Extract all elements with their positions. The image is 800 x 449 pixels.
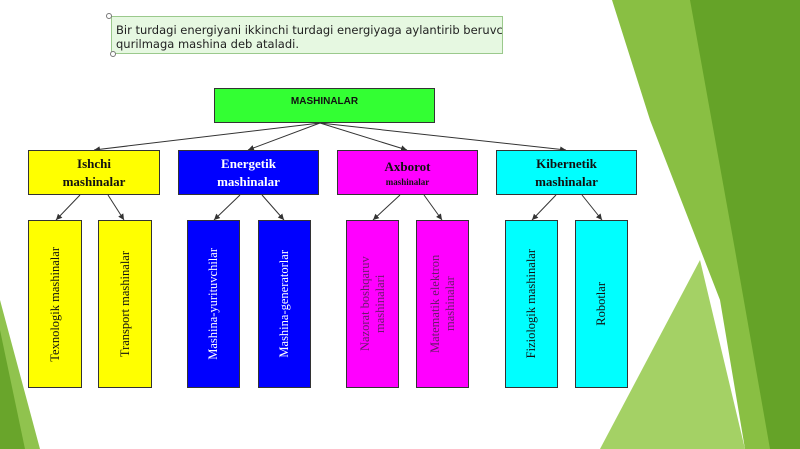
arrow-energetik-l3: [213, 194, 241, 221]
root-label: MASHINALAR: [290, 96, 359, 107]
resize-handle-top-left[interactable]: [106, 13, 112, 19]
arrow-ishchi-l1: [55, 194, 81, 221]
arrow-root-energetik: [247, 122, 321, 151]
arrow-kibernetik-l8: [581, 194, 603, 221]
category-kibernetik-subtitle: mashinalar: [535, 173, 598, 189]
arrow-root-kibernetik: [319, 122, 567, 153]
definition-textbox[interactable]: Bir turdagi energiyani ikkinchi turdagi …: [111, 16, 503, 54]
category-ishchi[interactable]: Ishchi mashinalar: [28, 150, 160, 195]
arrow-energetik-l4: [261, 194, 285, 221]
leaf-generatorlar[interactable]: Mashina-generatorlar: [258, 220, 311, 388]
root-node-mashinalar[interactable]: MASHINALAR: [214, 88, 435, 123]
arrow-root-ishchi: [93, 122, 321, 153]
category-axborot[interactable]: Axborot mashinalar: [337, 150, 478, 195]
category-energetik[interactable]: Energetik mashinalar: [178, 150, 319, 195]
category-energetik-title: Energetik: [221, 155, 276, 171]
leaf-generatorlar-label: Mashina-generatorlar: [277, 250, 291, 358]
category-axborot-title: Axborot: [384, 158, 431, 174]
leaf-transport-label: Transport mashinalar: [117, 250, 132, 358]
category-kibernetik[interactable]: Kibernetik mashinalar: [496, 150, 637, 195]
arrow-axborot-l6: [423, 194, 443, 221]
category-axborot-subtitle: mashinalar: [385, 176, 430, 187]
category-energetik-subtitle: mashinalar: [217, 173, 280, 189]
leaf-nazorat[interactable]: Nazorat boshqaruv mashinalari: [346, 220, 399, 388]
leaf-texnologik[interactable]: Texnologik mashinalar: [28, 220, 82, 388]
leaf-robotlar-label: Robotlar: [594, 282, 608, 326]
leaf-fiziologik[interactable]: Fiziologik mashinalar: [505, 220, 558, 388]
arrow-axborot-l5: [372, 194, 401, 221]
leaf-robotlar[interactable]: Robotlar: [575, 220, 628, 388]
resize-handle-bottom-left[interactable]: [110, 51, 116, 57]
leaf-matematik-label: Matematik elektron mashinalar: [427, 254, 457, 354]
leaf-yurituvchilar[interactable]: Mashina-yurituvchilar: [187, 220, 240, 388]
leaf-yurituvchilar-label: Mashina-yurituvchilar: [206, 248, 220, 360]
leaf-nazorat-label: Nazorat boshqaruv mashinalari: [357, 256, 387, 352]
leaf-transport[interactable]: Transport mashinalar: [98, 220, 152, 388]
arrow-root-axborot: [319, 122, 408, 152]
leaf-texnologik-label: Texnologik mashinalar: [47, 246, 62, 362]
category-ishchi-title: Ishchi: [77, 155, 111, 171]
arrow-ishchi-l2: [107, 194, 125, 221]
leaf-fiziologik-label: Fiziologik mashinalar: [524, 249, 538, 359]
category-ishchi-subtitle: mashinalar: [62, 173, 126, 189]
definition-line-2: qurilmaga mashina deb ataladi.: [116, 37, 300, 51]
definition-line-1: Bir turdagi energiyani ikkinchi turdagi …: [116, 23, 503, 37]
category-kibernetik-title: Kibernetik: [536, 155, 597, 171]
arrow-kibernetik-l7: [531, 194, 557, 221]
leaf-matematik[interactable]: Matematik elektron mashinalar: [416, 220, 469, 388]
